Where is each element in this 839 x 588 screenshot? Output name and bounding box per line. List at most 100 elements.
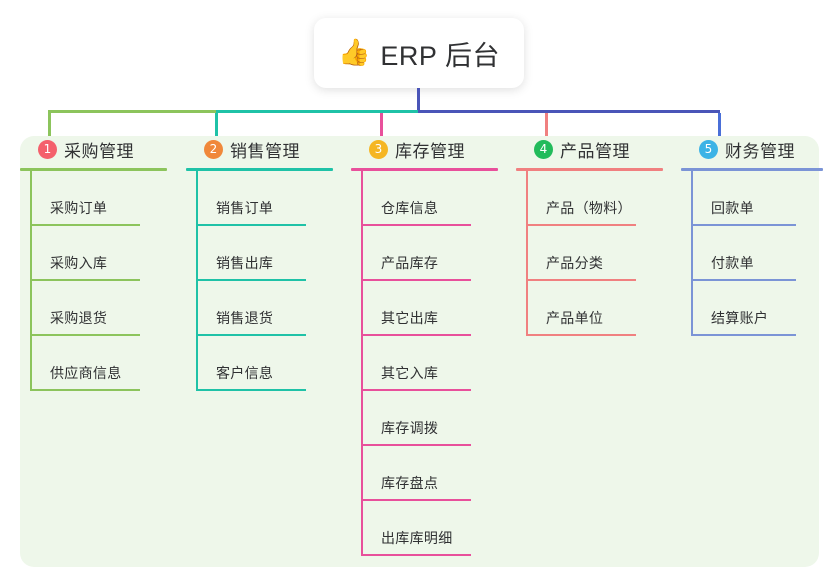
module-item-label: 其它入库 (381, 365, 439, 381)
root-node-title: ERP 后台 (380, 40, 500, 71)
module-spine-line (691, 171, 693, 336)
module-item-label: 采购入库 (50, 255, 108, 271)
root-node-card[interactable]: 👍 ERP 后台 (314, 18, 524, 88)
module-item-rule (196, 389, 306, 391)
module-item-rule (361, 224, 471, 226)
connector-drop-line (380, 113, 383, 138)
module-item-label: 库存调拨 (381, 420, 439, 436)
module-item-list: 销售订单销售出库销售退货客户信息 (186, 171, 351, 391)
module-item-label: 销售订单 (216, 200, 274, 216)
module-item-rule (361, 279, 471, 281)
module-item[interactable]: 销售订单 (186, 171, 351, 226)
module-item-rule (196, 224, 306, 226)
module-title: 采购管理 (64, 141, 134, 161)
module-item-rule (30, 224, 140, 226)
module-item-label: 回款单 (711, 200, 754, 216)
module-item-label: 仓库信息 (381, 200, 439, 216)
module-spine-line (526, 171, 528, 336)
module-item-rule (30, 389, 140, 391)
module-item-rule (30, 334, 140, 336)
module-item-label: 付款单 (711, 255, 754, 271)
module-header-rule (681, 168, 823, 171)
thumbs-up-icon: 👍 (338, 38, 371, 68)
module-item-label: 客户信息 (216, 365, 274, 381)
module-column-2: 2 销售管理销售订单销售出库销售退货客户信息 (186, 136, 351, 391)
module-item[interactable]: 其它入库 (351, 336, 516, 391)
module-item-rule (361, 554, 471, 556)
module-item[interactable]: 产品单位 (516, 281, 681, 336)
module-item-label: 产品（物料） (546, 200, 632, 216)
module-item-label: 产品单位 (546, 310, 604, 326)
module-item-label: 销售退货 (216, 310, 274, 326)
module-column-3: 3 库存管理仓库信息产品库存其它出库其它入库库存调拨库存盘点出库库明细 (351, 136, 516, 556)
module-title: 产品管理 (560, 141, 630, 161)
module-header-3[interactable]: 3 库存管理 (351, 136, 516, 162)
module-item[interactable]: 供应商信息 (20, 336, 185, 391)
connector-drop-line (718, 113, 721, 138)
module-item-rule (361, 499, 471, 501)
connector-bus-segment (418, 110, 720, 113)
module-item-rule (691, 279, 796, 281)
module-item-label: 出库库明细 (381, 530, 453, 546)
module-index-badge: 2 (204, 139, 223, 159)
module-item[interactable]: 仓库信息 (351, 171, 516, 226)
module-item[interactable]: 付款单 (681, 226, 839, 281)
module-item-label: 产品库存 (381, 255, 439, 271)
connector-drop-line (545, 113, 548, 138)
module-item[interactable]: 其它出库 (351, 281, 516, 336)
module-item[interactable]: 产品（物料） (516, 171, 681, 226)
module-header-rule (516, 168, 663, 171)
module-item[interactable]: 产品分类 (516, 226, 681, 281)
root-vertical-connector (417, 88, 420, 111)
module-item-rule (526, 224, 636, 226)
module-item-rule (526, 279, 636, 281)
module-item-label: 库存盘点 (381, 475, 439, 491)
module-item-label: 采购退货 (50, 310, 108, 326)
module-header-rule (20, 168, 167, 171)
module-item[interactable]: 产品库存 (351, 226, 516, 281)
module-item-list: 产品（物料） 产品分类产品单位 (516, 171, 681, 336)
module-header-2[interactable]: 2 销售管理 (186, 136, 351, 162)
module-title: 财务管理 (725, 141, 795, 161)
connector-bus-segment (48, 110, 216, 113)
module-header-4[interactable]: 4 产品管理 (516, 136, 681, 162)
module-title: 销售管理 (230, 141, 300, 161)
module-item[interactable]: 结算账户 (681, 281, 839, 336)
module-item-rule (196, 279, 306, 281)
module-item-rule (30, 279, 140, 281)
module-item[interactable]: 库存盘点 (351, 446, 516, 501)
module-item[interactable]: 库存调拨 (351, 391, 516, 446)
module-item-rule (691, 334, 796, 336)
module-item[interactable]: 销售退货 (186, 281, 351, 336)
module-item[interactable]: 出库库明细 (351, 501, 516, 556)
module-header-rule (351, 168, 498, 171)
module-header-rule (186, 168, 333, 171)
connector-drop-line (215, 113, 218, 138)
module-item-label: 销售出库 (216, 255, 274, 271)
module-item-list: 采购订单采购入库采购退货供应商信息 (20, 171, 185, 391)
module-spine-line (361, 171, 363, 556)
module-item[interactable]: 客户信息 (186, 336, 351, 391)
module-item-rule (361, 334, 471, 336)
module-title: 库存管理 (395, 141, 465, 161)
module-item-list: 仓库信息产品库存其它出库其它入库库存调拨库存盘点出库库明细 (351, 171, 516, 556)
module-index-badge: 4 (534, 139, 553, 159)
module-spine-line (196, 171, 198, 391)
module-item[interactable]: 采购入库 (20, 226, 185, 281)
connector-drop-line (48, 113, 51, 138)
module-item-rule (691, 224, 796, 226)
module-item-rule (361, 389, 471, 391)
module-index-badge: 3 (369, 139, 388, 159)
module-item[interactable]: 采购订单 (20, 171, 185, 226)
module-column-4: 4 产品管理产品（物料） 产品分类产品单位 (516, 136, 681, 336)
module-item[interactable]: 销售出库 (186, 226, 351, 281)
module-item[interactable]: 采购退货 (20, 281, 185, 336)
module-item[interactable]: 回款单 (681, 171, 839, 226)
module-item-label: 采购订单 (50, 200, 108, 216)
connector-bus-segment (216, 110, 418, 113)
